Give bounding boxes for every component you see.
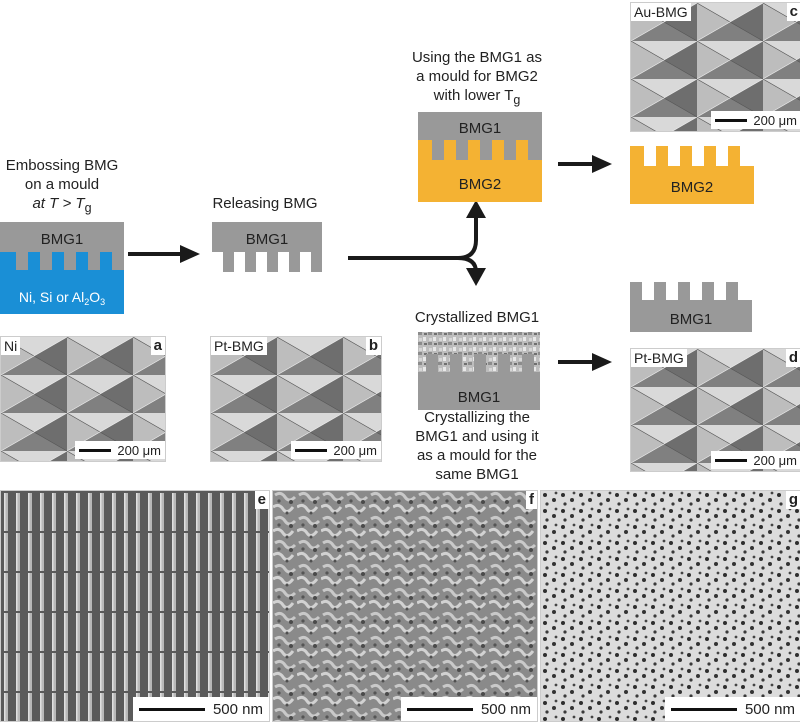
embossing-line2: on a mould (24, 176, 100, 193)
bmg1-label: BMG1 (670, 311, 713, 328)
crystallized-line4: same BMG1 (435, 466, 519, 483)
panel-b-letter: b (365, 337, 381, 355)
bmg1-label: BMG1 (459, 120, 502, 137)
mould-bmg2-caption: Using the BMG1 as a mould for BMG2 with … (400, 48, 554, 110)
bmg1-block (418, 112, 542, 160)
scale-bar-d: 200 μm (711, 451, 800, 469)
embossing-line1: Embossing BMG (5, 157, 119, 174)
panel-c-tag: Au-BMG (631, 3, 691, 21)
crystallized-line3: as a mould for the (416, 447, 538, 464)
panel-d-letter: d (785, 349, 800, 367)
crystallized-mould-diagram: BMG1 (418, 332, 540, 410)
panel-c-letter: c (786, 3, 800, 21)
mould-label: Ni, Si or Al2O3 (19, 289, 105, 307)
bmg1-label: BMG1 (458, 389, 501, 406)
panel-e-letter: e (254, 491, 269, 509)
bmg2-label: BMG2 (459, 176, 502, 193)
bmg2-label: BMG2 (671, 179, 714, 196)
bmg1-block (0, 222, 124, 270)
sem-image-c: Au-BMG c 200 μm (630, 2, 800, 132)
embossing-line3: at T > Tg (32, 195, 92, 215)
scale-bar-f: 500 nm (400, 697, 537, 721)
scale-bar-c: 200 μm (711, 111, 800, 129)
scale-bar-e: 500 nm (132, 697, 269, 721)
sem-image-f: f 500 nm (272, 490, 538, 722)
sem-image-g: g 500 nm (540, 490, 800, 722)
scale-bar-b: 200 μm (291, 441, 381, 459)
scale-bar-g: 500 nm (664, 697, 800, 721)
panel-a-letter: a (150, 337, 165, 355)
scale-bar-a: 200 μm (75, 441, 165, 459)
arrow-right-icon (558, 155, 612, 173)
sem-image-d: Pt-BMG d 200 μm (630, 348, 800, 472)
panel-b-tag: Pt-BMG (211, 337, 267, 355)
sem-image-a: Ni a 200 μm (0, 336, 166, 462)
mould-bmg2-line3: with lower Tg (433, 87, 521, 107)
crystallized-line2: BMG1 and using it (415, 428, 539, 445)
embossing-caption: Embossing BMG on a mould at T > Tg (0, 156, 124, 218)
crystallized-line1: Crystallizing the (424, 409, 530, 426)
bmg1-label: BMG1 (41, 231, 84, 248)
sem-image-b: Pt-BMG b 200 μm (210, 336, 382, 462)
crystallized-caption: Crystallizing the BMG1 and using it as a… (400, 408, 554, 484)
released-bmg1-diagram: BMG1 (212, 222, 322, 272)
releasing-caption: Releasing BMG (212, 195, 318, 212)
bmg1-replica-diagram: BMG1 (630, 282, 752, 332)
panel-a-tag: Ni (1, 337, 21, 355)
sem-image-e: e 500 nm (0, 490, 270, 722)
branch-arrow-icon (348, 200, 486, 286)
bmg1-label: BMG1 (246, 231, 289, 248)
arrow-right-icon (558, 353, 612, 371)
panel-f-letter: f (526, 491, 537, 509)
embossing-diagram: BMG1 Ni, Si or Al2O3 (0, 222, 124, 314)
bmg2-replica-diagram: BMG2 (630, 146, 754, 204)
mould-bmg2-line2: a mould for BMG2 (416, 68, 538, 85)
arrow-right-icon (128, 245, 200, 263)
bmg1-bmg2-diagram: BMG1 BMG2 (418, 112, 542, 202)
mould-bmg2-line1: Using the BMG1 as (411, 49, 543, 66)
crystallized-title: Crystallized BMG1 (414, 309, 540, 326)
panel-d-tag: Pt-BMG (631, 349, 687, 367)
panel-g-letter: g (785, 491, 800, 509)
